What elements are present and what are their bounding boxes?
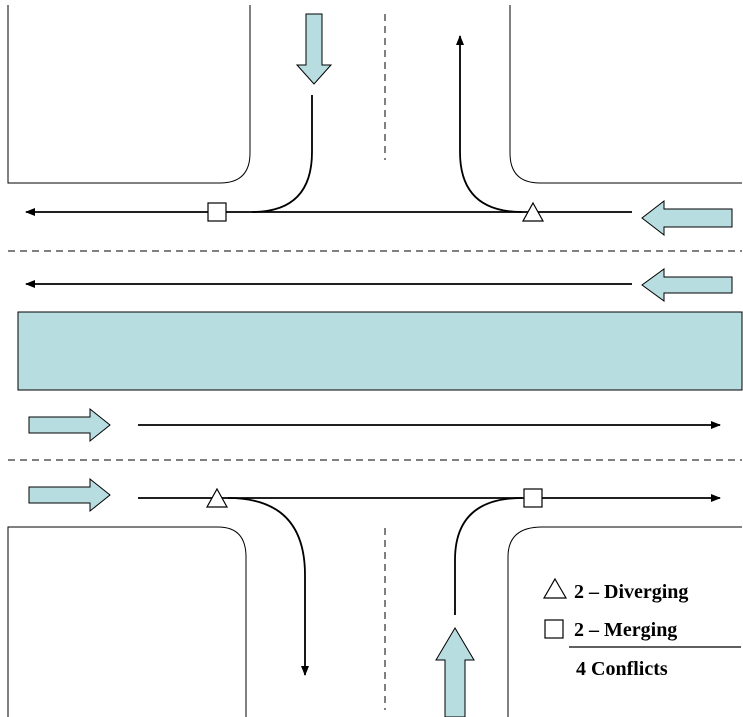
arrow-eastbound-lower-icon — [28, 477, 111, 513]
merging-conflict-square-icon — [207, 202, 227, 222]
arrow-eastbound-upper-icon — [28, 407, 111, 443]
arrow-northbound-icon — [435, 627, 475, 717]
path-southbound-right-turn — [251, 95, 313, 213]
legend-triangle-icon — [542, 577, 568, 599]
curb-top-left — [7, 5, 251, 184]
merging-conflict-square-icon — [523, 488, 543, 508]
legend: 2 – Diverging 2 – Merging 4 Conflicts — [542, 577, 741, 680]
arrow-westbound-lower-icon — [641, 268, 733, 302]
arrow-southbound-icon — [295, 13, 333, 85]
diverging-conflict-triangle-icon — [205, 487, 229, 508]
median — [17, 311, 743, 391]
conflict-points — [205, 201, 545, 508]
curb-bottom-left — [7, 526, 247, 717]
path-westbound-right-turn — [456, 35, 523, 213]
arrow-westbound-upper-icon — [641, 199, 733, 237]
curb-top-right — [509, 5, 742, 184]
road-edges — [7, 5, 742, 717]
legend-merging-text: 2 – Merging — [574, 619, 677, 641]
path-eastbound-right-turn — [227, 497, 309, 676]
vehicle-paths — [25, 35, 721, 676]
legend-total-text: 4 Conflicts — [576, 658, 668, 680]
approach-arrows — [28, 13, 733, 717]
lane-dividers — [8, 14, 742, 710]
legend-square-icon — [544, 619, 564, 639]
legend-diverging-text: 2 – Diverging — [574, 581, 688, 603]
path-northbound-right-turn — [454, 497, 523, 615]
diverging-conflict-triangle-icon — [521, 201, 545, 222]
curb-bottom-right — [507, 526, 742, 717]
